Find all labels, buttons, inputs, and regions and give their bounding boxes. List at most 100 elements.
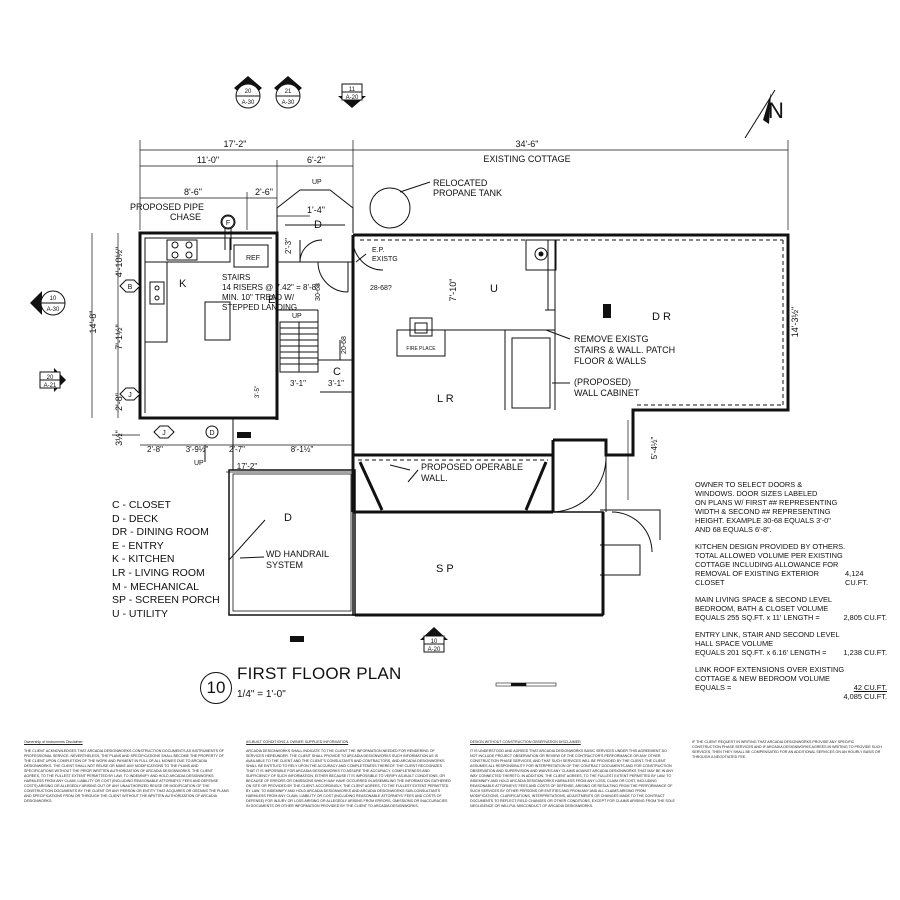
dim-text: 3'-1" [290,379,306,388]
dim-text: 7'-1½" [114,324,124,349]
stairs-note: STEPPED LANDING [222,303,297,312]
label-chase: CHASE [170,212,201,222]
dim-text: 2'-8" [114,393,124,411]
plan-labels: RELOCATED PROPANE TANK PROPOSED PIPE CHA… [130,178,675,575]
kitchen-volume-note: KITCHEN DESIGN PROVIDED BY OTHERS.TOTAL … [695,542,869,587]
legend-item: DR - DINING ROOM [112,526,209,539]
section-marker-20-a21: 20 A-21 [39,368,66,392]
top-dimensions: 17'-2" 34'-6" EXISTING COTTAGE 11'-0" 6'… [139,139,789,230]
dim-text: 8'-1½" [291,445,314,454]
tag-d: D [205,425,219,439]
remove-note: REMOVE EXISTG [574,334,649,344]
stairs-note: MIN. 10" TREAD W/ [222,293,295,302]
section-marker-10-a30: 10 A-30 [30,290,66,316]
disclaimer-as-built: AS-BUILT CONDITIONS & OWNER SUPPLIED INF… [246,740,451,808]
dim-text: EXISTING COTTAGE [483,154,570,164]
marker-bottom: A-21 [44,383,57,389]
dim-text: 2'-3" [284,238,293,254]
propane-tank [369,181,431,229]
label-fireplace: FIRE PLACE [406,346,436,352]
marker-top: 21 [285,89,292,95]
marker-top: 10 [431,639,438,645]
tag-b: B [119,279,141,293]
label-propane: PROPANE TANK [433,188,502,198]
label-ep: E.P. [372,247,384,254]
label-up: UP [292,313,302,320]
section-marker-20-a30: 20 A-30 [234,76,262,109]
tag-j2: J [153,425,175,439]
label-d: D [284,512,292,524]
dim-text: 6'-2" [307,155,325,165]
disclaimer-ownership: Ownership of Instruments Disclaimer THE … [24,740,229,803]
label-deck: D [314,219,322,231]
north-arrow: N [744,89,784,139]
drawing-scale: 1/4" = 1'-0" [237,689,286,700]
dim-text: 2'-6" [255,187,273,197]
legend-item: C - CLOSET [112,499,171,511]
legend-item: K - KITCHEN [112,553,175,566]
marker-bottom: A-30 [282,100,295,106]
marker-top: 20 [47,375,54,381]
dim-text: 17'-2" [237,462,258,471]
dim-text: 7'-10" [448,279,458,302]
label-lr: L R [437,393,454,405]
section-marker-11-a20: 11 A-20 [338,83,366,108]
legend-item: M - MECHANICAL [112,580,199,593]
remove-note: STAIRS & WALL. PATCH [574,345,675,355]
marker-bottom: A-20 [346,95,359,101]
operable-note: PROPOSED OPERABLE [421,462,523,472]
operable-note: WALL. [421,473,448,483]
handrail-note: SYSTEM [266,560,303,570]
scale-bar [495,682,557,687]
deck-and-porch [140,418,605,642]
cabinet-note: WALL CABINET [574,388,640,398]
label-sp: S P [436,563,454,575]
cabinet-note: (PROPOSED) [574,377,631,387]
label-u: U [490,283,498,295]
label-ep: EXISTG [372,256,398,263]
room-legend: C - CLOSET D - DECK DR - DINING ROOM E -… [112,499,222,621]
legend-item: D - DECK [112,512,159,525]
legend-item: U - UTILITY [112,607,169,620]
dim-text: 8'-6" [184,187,202,197]
label-pipe: PROPOSED PIPE [130,202,204,212]
marker-bottom: A-20 [428,647,441,653]
dim-text: 2'-7" [229,445,245,454]
label-relocated: RELOCATED [433,178,488,188]
tag-f: F [221,215,235,229]
label-c: C [333,366,341,378]
kitchen-entry-walls [138,189,384,512]
label-up: UP [194,460,204,467]
marker-top: 10 [50,296,57,302]
drawing-number: 10 [200,672,232,704]
dim-text: 14'-3½" [790,307,800,337]
dim-text: 3'-5" [255,386,261,398]
svg-text:B: B [128,284,133,291]
drawing-title: FIRST FLOOR PLAN [237,664,402,683]
door-size: 28-68? [370,285,392,292]
volume-notes: OWNER TO SELECT DOORS &WINDOWS. DOOR SIZ… [695,480,887,709]
label-ref: REF [246,255,260,262]
marker-top: 11 [349,87,356,93]
dim-text: 3½" [114,430,124,446]
label-e: E [268,294,275,306]
remove-note: FLOOR & WALLS [574,356,646,366]
disclaimer-construction-services: IF THE CLIENT REQUEST IN WRITING THAT AR… [692,740,882,759]
marker-bottom: A-30 [242,100,255,106]
tag-j: J [119,387,141,401]
door-size: 30-68 [315,283,322,301]
dim-text: 34'-6" [516,139,539,149]
marker-top: 20 [245,89,252,95]
owner-note: OWNER TO SELECT DOORS &WINDOWS. DOOR SIZ… [695,480,838,534]
section-marker-10-a20: 10 A-20 [420,627,448,653]
label-up: UP [312,179,322,186]
tags: F B J J D [119,215,235,439]
dim-text: 1'-4" [307,205,325,215]
north-label: N [768,98,784,123]
dim-text: 3'-1" [328,379,344,388]
svg-text:J: J [162,430,166,437]
